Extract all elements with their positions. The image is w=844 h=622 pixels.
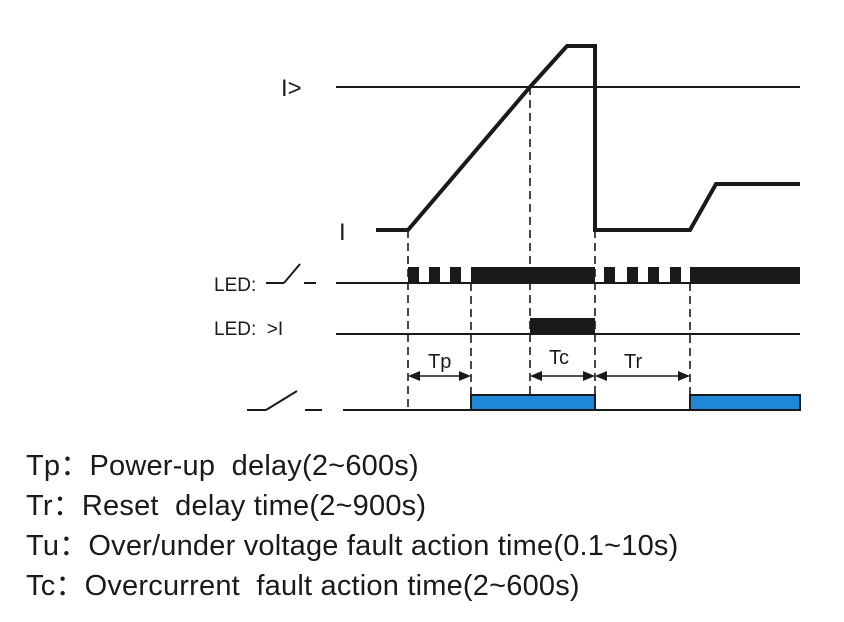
legend-tc: Tc：Overcurrent fault action time(2~600s): [26, 570, 580, 602]
switch-symbol-relay: [247, 390, 322, 411]
time-markers: [407, 87, 691, 410]
led-relay-label: LED:: [214, 275, 256, 296]
led-blink-segments-2: [604, 267, 681, 283]
legend: Tp：Power-up delay(2~600s) Tr：Reset delay…: [26, 446, 679, 606]
led-steady-on-1: [471, 267, 595, 283]
led-overcurrent-label: LED: >I: [214, 319, 283, 340]
tr-label: Tr: [624, 351, 642, 373]
relay-active-2: [689, 394, 801, 411]
led-steady-on-2: [690, 267, 800, 283]
tp-interval-arrow: [408, 371, 471, 381]
tp-label: Tp: [428, 351, 451, 373]
legend-tr: Tr：Reset delay time(2~900s): [26, 490, 427, 522]
timing-diagram: I> I LED: LED: >I Tp: [214, 44, 801, 411]
led-blink-segments-1: [408, 267, 461, 283]
legend-tp: Tp：Power-up delay(2~600s): [26, 450, 419, 482]
current-waveform: [376, 44, 800, 232]
led-overcurrent-on: [530, 318, 595, 334]
switch-symbol-led: [266, 263, 316, 284]
tc-label: Tc: [549, 347, 569, 369]
current-label: I: [339, 219, 346, 246]
relay-active-1: [470, 394, 596, 411]
tr-interval-arrow: [595, 371, 690, 381]
threshold-label: I>: [281, 75, 302, 102]
tc-interval-arrow: [530, 371, 595, 381]
legend-tu: Tu：Over/under voltage fault action time(…: [26, 530, 679, 562]
